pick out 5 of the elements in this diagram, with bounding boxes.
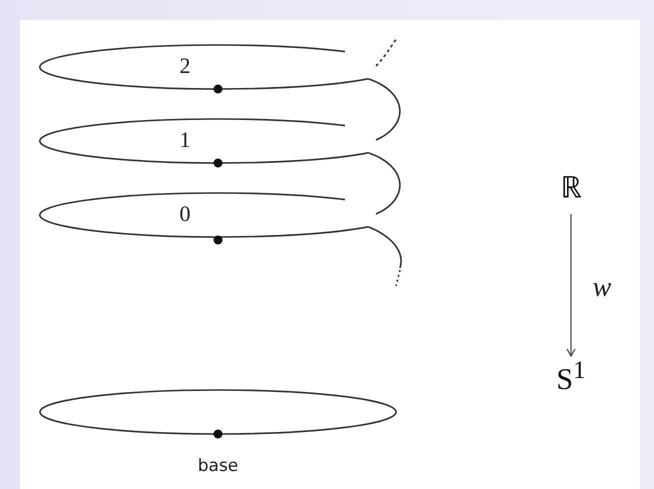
math-symbol: S$^{1}$	[556, 357, 586, 397]
edge-label: w	[592, 272, 612, 304]
basepoint-label: base	[198, 456, 238, 476]
arrow	[566, 214, 576, 357]
math-symbol: ℝ	[560, 166, 582, 206]
